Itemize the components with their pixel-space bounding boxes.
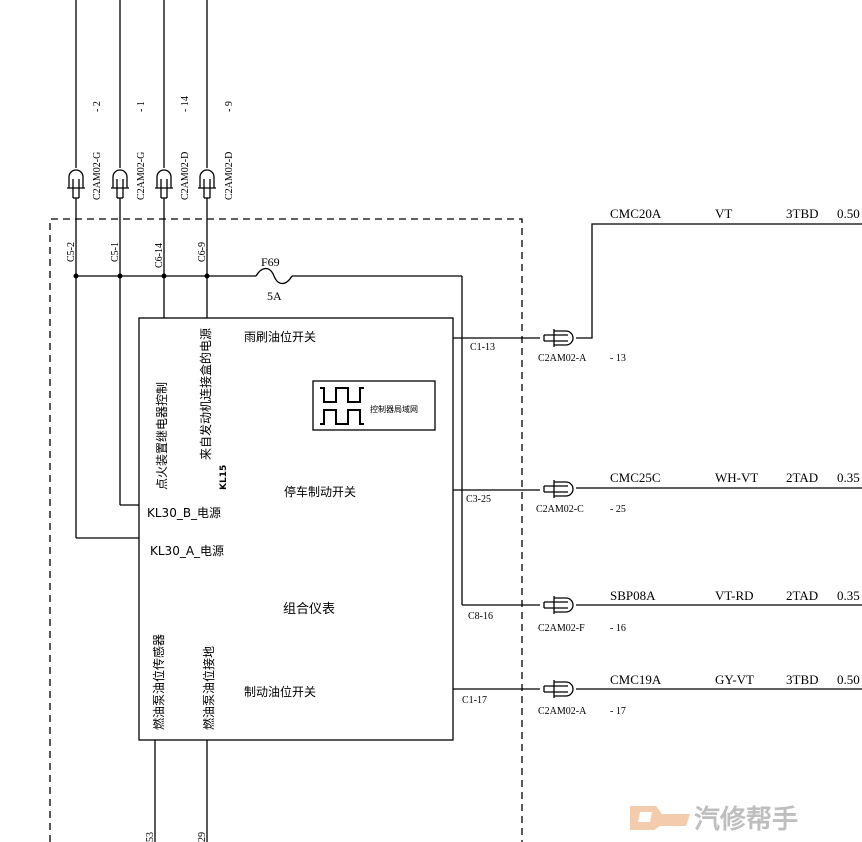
top-connector-code: C2AM02-D xyxy=(180,152,191,200)
output-connector-pin: - 16 xyxy=(610,623,626,634)
wire-size: 0.50 xyxy=(837,672,860,687)
connector-icon xyxy=(543,680,574,698)
circuit-id: CMC19A xyxy=(610,672,662,687)
wire-type: 3TBD xyxy=(786,206,819,221)
can-logo-text: 控制器局域网 xyxy=(370,404,418,414)
wire-size: 0.35 xyxy=(837,470,860,485)
wire-color: GY-VT xyxy=(715,672,754,687)
connector-icon xyxy=(67,169,85,199)
connector-icon xyxy=(543,329,574,347)
top-wires xyxy=(75,0,463,842)
wire-color: WH-VT xyxy=(715,470,758,485)
top-connector-code: C2AM02-D xyxy=(224,152,235,200)
top-connector-pin: - 14 xyxy=(180,96,191,112)
engine-box-power-label: 来自发动机连接盒的电源 xyxy=(198,328,213,460)
circuit-id: CMC20A xyxy=(610,206,662,221)
module-pin-label: C6-14 xyxy=(154,243,165,268)
instrument-cluster-box xyxy=(138,317,454,741)
fuel-sensor-label: 燃油泵油位传感器 xyxy=(151,634,166,730)
output-connector-pin: - 17 xyxy=(610,706,626,717)
kl30a-power-label: KL30_A_电源 xyxy=(150,544,224,558)
circuit-id: SBP08A xyxy=(610,588,656,603)
top-connector-pin: - 9 xyxy=(224,101,235,112)
wire-color: VT-RD xyxy=(715,588,754,603)
connector-icon xyxy=(111,169,129,199)
output-pin: C3-25 xyxy=(466,494,491,505)
connector-icon xyxy=(543,480,574,498)
watermark: 汽修帮手 xyxy=(630,804,798,835)
module-pin-label: C5-2 xyxy=(66,242,77,262)
kl30b-power-label: KL30_B_电源 xyxy=(147,506,221,520)
top-connector-code: C2AM02-G xyxy=(92,152,103,200)
connector-icon xyxy=(543,596,574,614)
park-brake-switch-label: 停车制动开关 xyxy=(284,484,356,499)
output-connector-pin: - 25 xyxy=(610,504,626,515)
output-pin: C8-16 xyxy=(468,611,493,622)
fuse-rating: 5A xyxy=(267,289,282,303)
watermark-text: 汽修帮手 xyxy=(694,804,798,835)
circuit-id: CMC25C xyxy=(610,470,661,485)
module-name: 组合仪表 xyxy=(283,602,335,617)
output-connector: C2AM02-C xyxy=(536,504,584,515)
fuse-symbol xyxy=(255,267,293,285)
top-connector-code: C2AM02-G xyxy=(136,152,147,200)
wire-type: 2TAD xyxy=(786,588,818,603)
kl15-label: KL15 xyxy=(219,465,229,490)
output-connector: C2AM02-A xyxy=(538,706,587,717)
wire-size: 0.50 xyxy=(837,206,860,221)
output-pin: C1-13 xyxy=(470,342,495,353)
ignition-relay-control-label: 点火装置继电器控制 xyxy=(155,382,169,490)
fuel-ground-label: 燃油泵油位接地 xyxy=(201,646,216,730)
connector-icon xyxy=(198,169,216,199)
module-pin-label: C6-9 xyxy=(197,242,208,262)
output-connector-symbols xyxy=(543,329,574,698)
brake-fluid-switch-label: 制动油位开关 xyxy=(244,684,316,699)
can-signal-icon xyxy=(320,387,364,425)
wire-type: 3TBD xyxy=(786,672,819,687)
wiper-fluid-switch-label: 雨刷油位开关 xyxy=(244,329,316,344)
top-connector-pin: - 2 xyxy=(92,101,103,112)
fuse-name: F69 xyxy=(261,255,280,269)
top-connector-symbols xyxy=(67,169,216,199)
wire-type: 2TAD xyxy=(786,470,818,485)
output-connector: C2AM02-F xyxy=(538,623,585,634)
module-pin-label: C5-1 xyxy=(110,242,121,262)
can-logo: 控制器局域网 xyxy=(312,380,436,431)
bottom-pin-label: 53 xyxy=(145,832,156,842)
output-pin: C1-17 xyxy=(462,695,487,706)
connector-icon xyxy=(155,169,173,199)
junction-dots xyxy=(73,273,210,279)
output-connector: C2AM02-A xyxy=(538,353,587,364)
harness-boundary xyxy=(49,218,523,842)
top-connector-pin: - 1 xyxy=(136,101,147,112)
wire-size: 0.35 xyxy=(837,588,860,603)
output-wires xyxy=(453,223,862,690)
wire-color: VT xyxy=(715,206,732,221)
output-connector-pin: - 13 xyxy=(610,353,626,364)
bottom-pin-label: 29 xyxy=(197,832,208,842)
